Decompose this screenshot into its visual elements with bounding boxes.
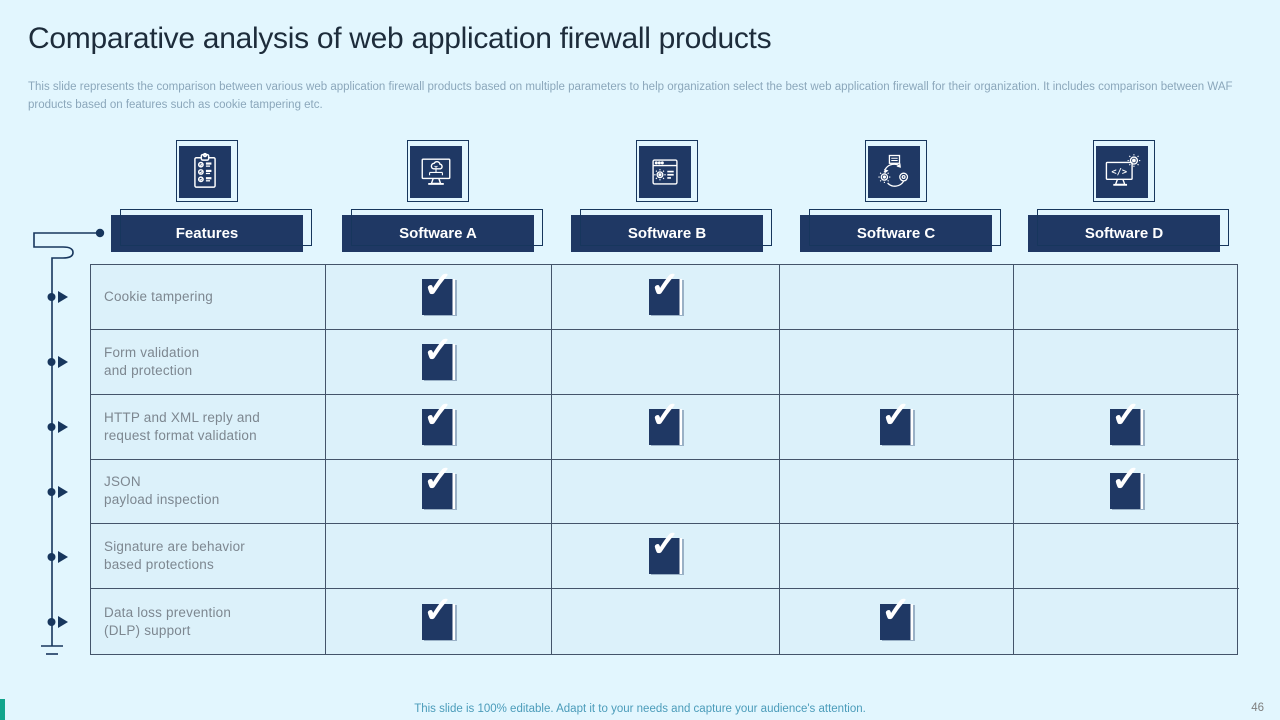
feature-line: JSON: [104, 474, 141, 490]
check-cell: ✓: [326, 524, 552, 590]
check-cell: ✓: [552, 329, 780, 395]
column-header-software-a[interactable]: Software A: [342, 209, 543, 252]
checkmark-icon: ✓: [880, 396, 913, 445]
check-cell: ✓: [326, 459, 552, 525]
check-cell: ✓: [326, 265, 552, 330]
checkmark-icon: ✓: [1110, 396, 1143, 445]
checkmark-icon: ✓: [422, 461, 455, 510]
monitor-code-gear-icon: </>: [1105, 154, 1141, 186]
check-cell: ✓: [552, 459, 780, 525]
software-a-icon-box: [407, 140, 469, 202]
feature-cell: Data loss prevention (DLP) support: [91, 589, 326, 654]
check-cell: ✓: [1014, 460, 1239, 525]
feature-line: Cookie tampering: [104, 288, 214, 304]
check-cell: ✓: [1014, 330, 1239, 395]
checkmark-icon: ✓: [649, 526, 682, 575]
check-cell: ✓: [552, 524, 780, 590]
feature-line: payload inspection: [104, 492, 220, 508]
check-cell: ✓: [326, 589, 552, 654]
feature-cell: Cookie tampering: [91, 265, 326, 330]
page-number: 46: [1251, 702, 1264, 714]
feature-cell: HTTP and XML reply and request format va…: [91, 394, 326, 460]
check-cell: ✓: [1014, 395, 1239, 460]
slide-description: This slide represents the comparison bet…: [28, 81, 1233, 111]
check-cell: ✓: [552, 265, 780, 330]
footer-note: This slide is 100% editable. Adapt it to…: [414, 703, 866, 715]
feature-line: and protection: [104, 362, 193, 378]
check-cell: ✓: [780, 459, 1014, 525]
feature-cell: Signature are behavior based protections: [91, 524, 326, 590]
feature-line: based protections: [104, 557, 214, 573]
checkmark-icon: ✓: [649, 266, 682, 315]
process-gears-icon: [878, 154, 909, 187]
check-cell: ✓: [780, 394, 1014, 460]
checkmark-icon: ✓: [422, 266, 455, 315]
column-header-label: Software D: [1084, 225, 1164, 242]
feature-line: Data loss prevention: [104, 604, 232, 620]
column-header-label: Software C: [856, 225, 936, 242]
checkmark-icon: ✓: [1110, 461, 1143, 510]
features-icon-box: [176, 140, 238, 202]
page-title: Comparative analysis of web application …: [28, 22, 772, 55]
feature-line: HTTP and XML reply and: [104, 409, 260, 425]
checkmark-icon: ✓: [649, 396, 682, 445]
feature-cell: JSON payload inspection: [91, 459, 326, 525]
check-cell: ✓: [552, 589, 780, 654]
check-cell: ✓: [1014, 524, 1239, 590]
checkmark-icon: ✓: [422, 396, 455, 445]
software-b-icon-box: [636, 140, 698, 202]
check-cell: ✓: [1014, 265, 1239, 330]
column-header-label: Software A: [399, 225, 477, 242]
check-cell: ✓: [1014, 589, 1239, 654]
check-cell: ✓: [326, 329, 552, 395]
check-cell: ✓: [326, 394, 552, 460]
software-c-icon-box: [865, 140, 927, 202]
column-header-software-b[interactable]: Software B: [571, 209, 772, 252]
feature-line: request format validation: [104, 427, 257, 443]
check-cell: ✓: [780, 589, 1014, 654]
column-header-label: Software B: [627, 225, 707, 242]
column-header-software-c[interactable]: Software C: [800, 209, 1001, 252]
checkmark-icon: ✓: [422, 591, 455, 640]
browser-gear-icon: [652, 159, 678, 185]
column-header-software-d[interactable]: Software D: [1028, 209, 1229, 252]
feature-line: Form validation: [104, 344, 200, 360]
checkmark-icon: ✓: [880, 591, 913, 640]
check-cell: ✓: [780, 265, 1014, 330]
row-connector-graphic: [33, 228, 105, 655]
feature-line: (DLP) support: [104, 622, 191, 638]
check-cell: ✓: [780, 329, 1014, 395]
checklist-clipboard-icon: [194, 152, 216, 188]
comparison-table: Cookie tampering ✓ ✓ ✓ ✓ Form validation…: [90, 264, 1239, 655]
checkmark-icon: ✓: [422, 331, 455, 380]
feature-line: Signature are behavior: [104, 539, 245, 555]
check-cell: ✓: [780, 524, 1014, 590]
monitor-cloud-icon: [421, 158, 451, 185]
feature-cell: Form validation and protection: [91, 329, 326, 395]
svg-text:</>: </>: [1111, 167, 1127, 177]
software-d-icon-box: </>: [1093, 140, 1155, 202]
teal-accent-bar: [0, 699, 5, 720]
check-cell: ✓: [552, 394, 780, 460]
column-header-label: Features: [175, 225, 239, 242]
column-header-features[interactable]: Features: [111, 209, 312, 252]
